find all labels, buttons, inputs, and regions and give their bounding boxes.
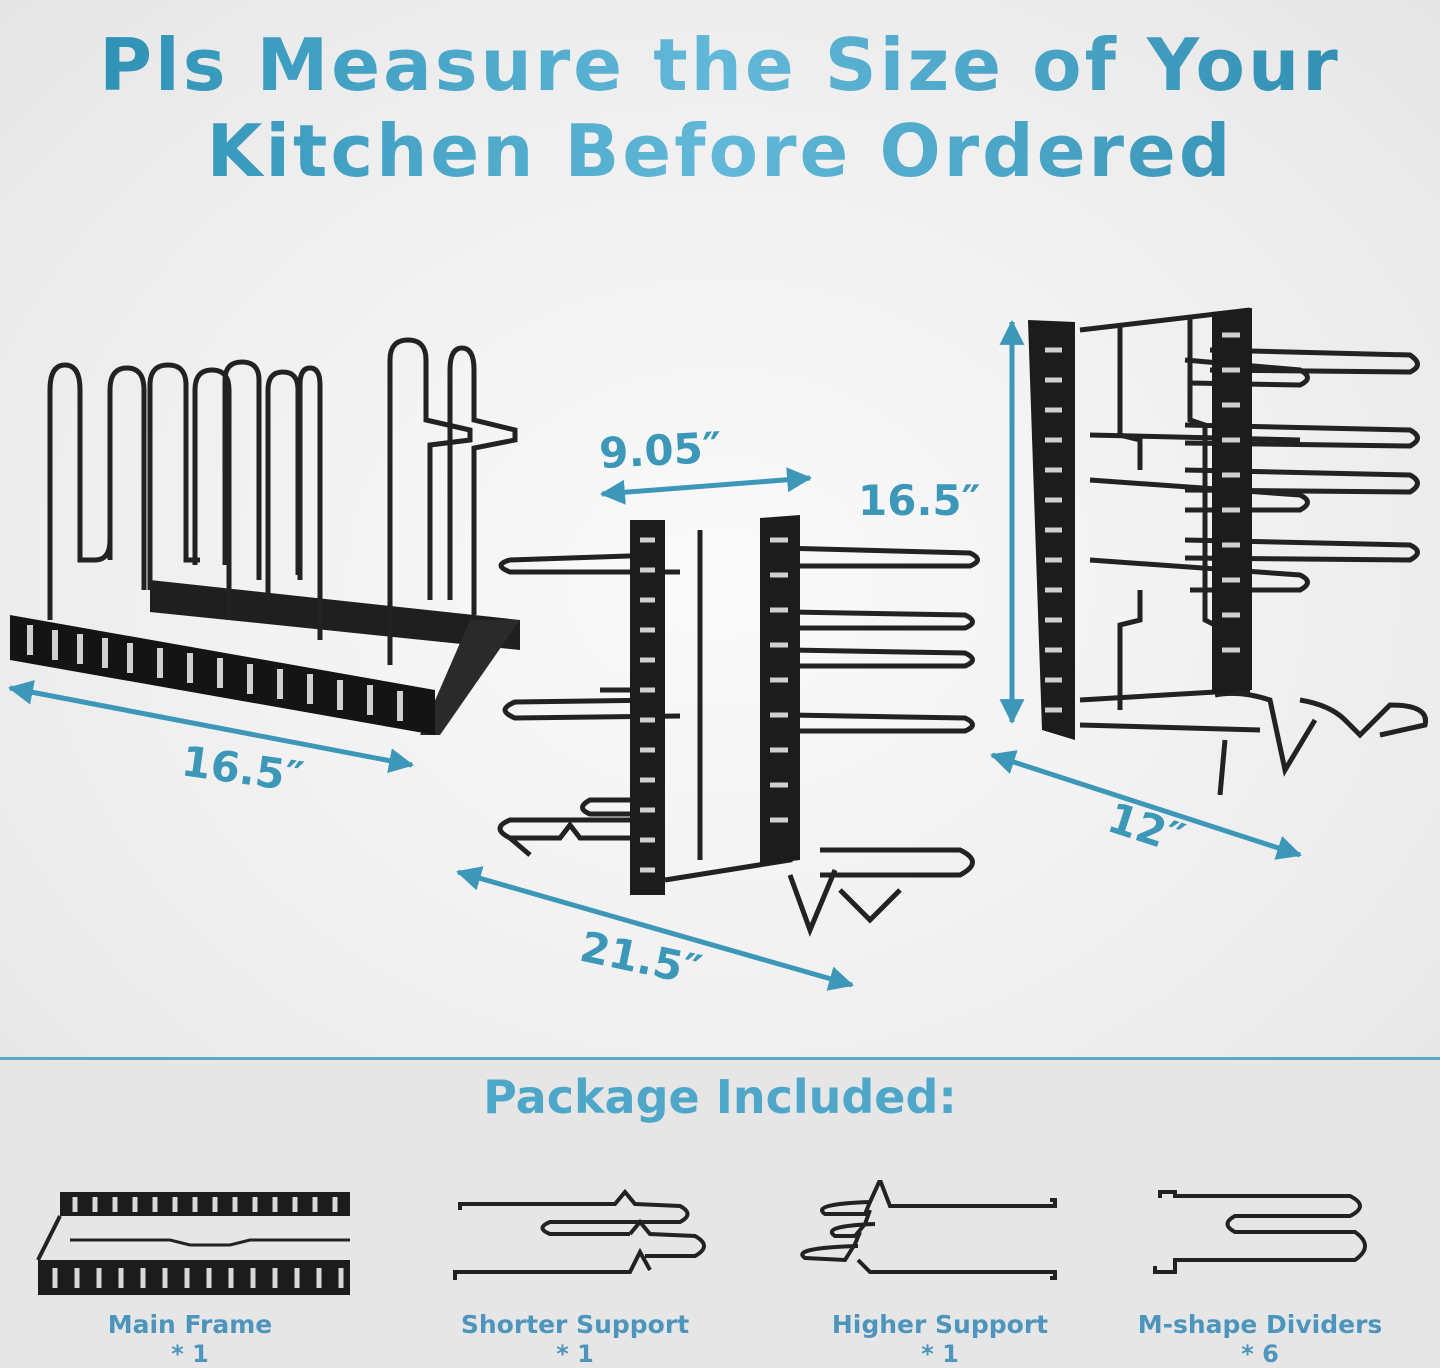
rack-length-label: 21.5″: [576, 922, 706, 995]
m-shape-divider-icon: [1153, 1190, 1367, 1274]
package-item-m-shape-dividers: M-shape Dividers * 6: [1100, 1180, 1420, 1368]
package-item-higher-support: Higher Support * 1: [780, 1180, 1100, 1368]
main-frame-icon: [36, 1192, 350, 1295]
section-divider: [0, 1057, 1440, 1060]
main-frame-qty: * 1: [171, 1340, 209, 1368]
main-frame-name: Main Frame: [107, 1310, 273, 1339]
higher-support-name: Higher Support: [831, 1310, 1049, 1339]
shorter-support-qty: * 1: [556, 1340, 594, 1368]
shorter-support-icon: [453, 1188, 706, 1280]
vertical-depth-label: 12″: [1102, 793, 1191, 863]
product-illustration: 16.5″: [7, 307, 1429, 995]
vertical-rack-image: 9.05″ 21.5″: [455, 423, 980, 995]
m-shape-dividers-qty: * 6: [1241, 1340, 1279, 1368]
tall-rack-image: 16.5″ 12″: [858, 307, 1429, 863]
m-shape-dividers-name: M-shape Dividers: [1137, 1310, 1383, 1339]
rack-width-label: 9.05″: [598, 423, 723, 478]
horizontal-rack-image: 16.5″: [7, 337, 520, 802]
shorter-support-name: Shorter Support: [460, 1310, 690, 1339]
frame-length-label: 16.5″: [179, 736, 307, 802]
higher-support-icon: [800, 1180, 1057, 1280]
package-item-shorter-support: Shorter Support * 1: [415, 1180, 735, 1368]
package-title: Package Included:: [483, 1070, 957, 1124]
rack-height-label: 16.5″: [858, 476, 980, 525]
package-item-main-frame: Main Frame * 1: [30, 1180, 350, 1368]
higher-support-qty: * 1: [921, 1340, 959, 1368]
